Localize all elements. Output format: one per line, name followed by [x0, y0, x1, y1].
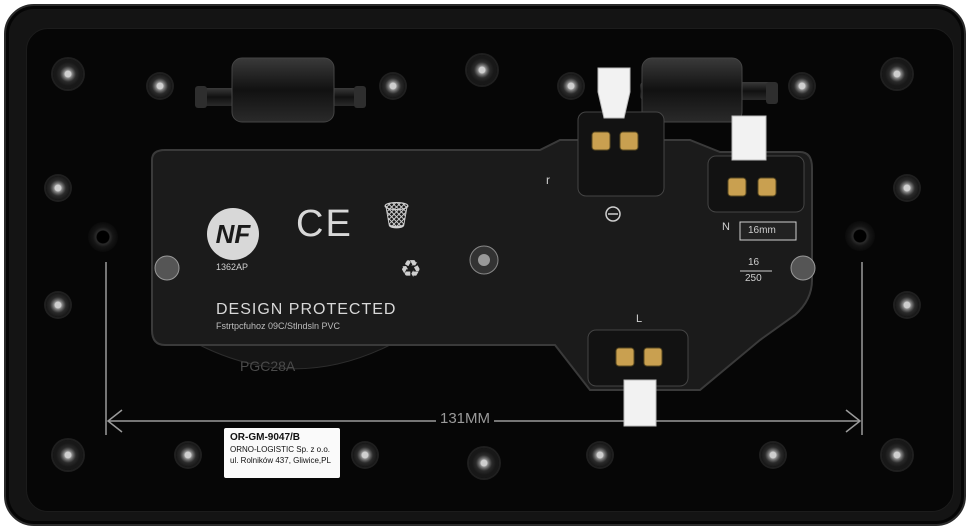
recycling-mark-icon: ♻ [400, 256, 422, 283]
terminal-l-label: L [636, 313, 643, 325]
screw-icon [381, 74, 405, 98]
screw-icon [895, 176, 919, 200]
design-protected-text: DESIGN PROTECTED [216, 301, 397, 318]
screw-icon [53, 440, 83, 470]
screw-icon [46, 176, 70, 200]
screw-icon [588, 443, 612, 467]
rating-bottom: 250 [745, 273, 762, 284]
screw-icon [353, 443, 377, 467]
dimension-label: 131MM [436, 410, 495, 427]
mounting-hole-icon [88, 222, 118, 252]
model-code: PGC28A [240, 358, 296, 374]
mounting-hole-icon [845, 221, 875, 251]
nf-logo: NF [215, 219, 251, 249]
rating-box-text: 16mm [748, 225, 776, 236]
product-sticker: OR-GM-9047/B ORNO-LOGISTIC Sp. z o.o. ul… [224, 428, 340, 478]
screw-icon [469, 448, 499, 478]
screw-icon [176, 443, 200, 467]
weee-bin-icon: 🗑 [380, 200, 414, 230]
screw-icon [895, 293, 919, 317]
terminal-r-label: r [546, 173, 550, 187]
sticker-model: OR-GM-9047/B [230, 432, 301, 443]
screw-icon [882, 59, 912, 89]
screw-icon [790, 74, 814, 98]
rating-top: 16 [748, 257, 760, 268]
terminal-n-label: N [722, 221, 730, 233]
screw-icon [148, 74, 172, 98]
nf-code: 1362AP [216, 262, 249, 272]
sticker-address: ul. Rolników 437, Gliwice,PL [230, 456, 331, 465]
screw-icon [882, 440, 912, 470]
screw-icon [46, 293, 70, 317]
screw-icon [761, 443, 785, 467]
screw-icon [467, 55, 497, 85]
screw-icon [559, 74, 583, 98]
screw-icon [53, 59, 83, 89]
ce-mark: CE [296, 203, 353, 245]
sticker-company: ORNO-LOGISTIC Sp. z o.o. [230, 445, 331, 454]
wire-types-text: Fstrtpcfuhoz 09C/Stlndsln PVC [216, 321, 341, 331]
